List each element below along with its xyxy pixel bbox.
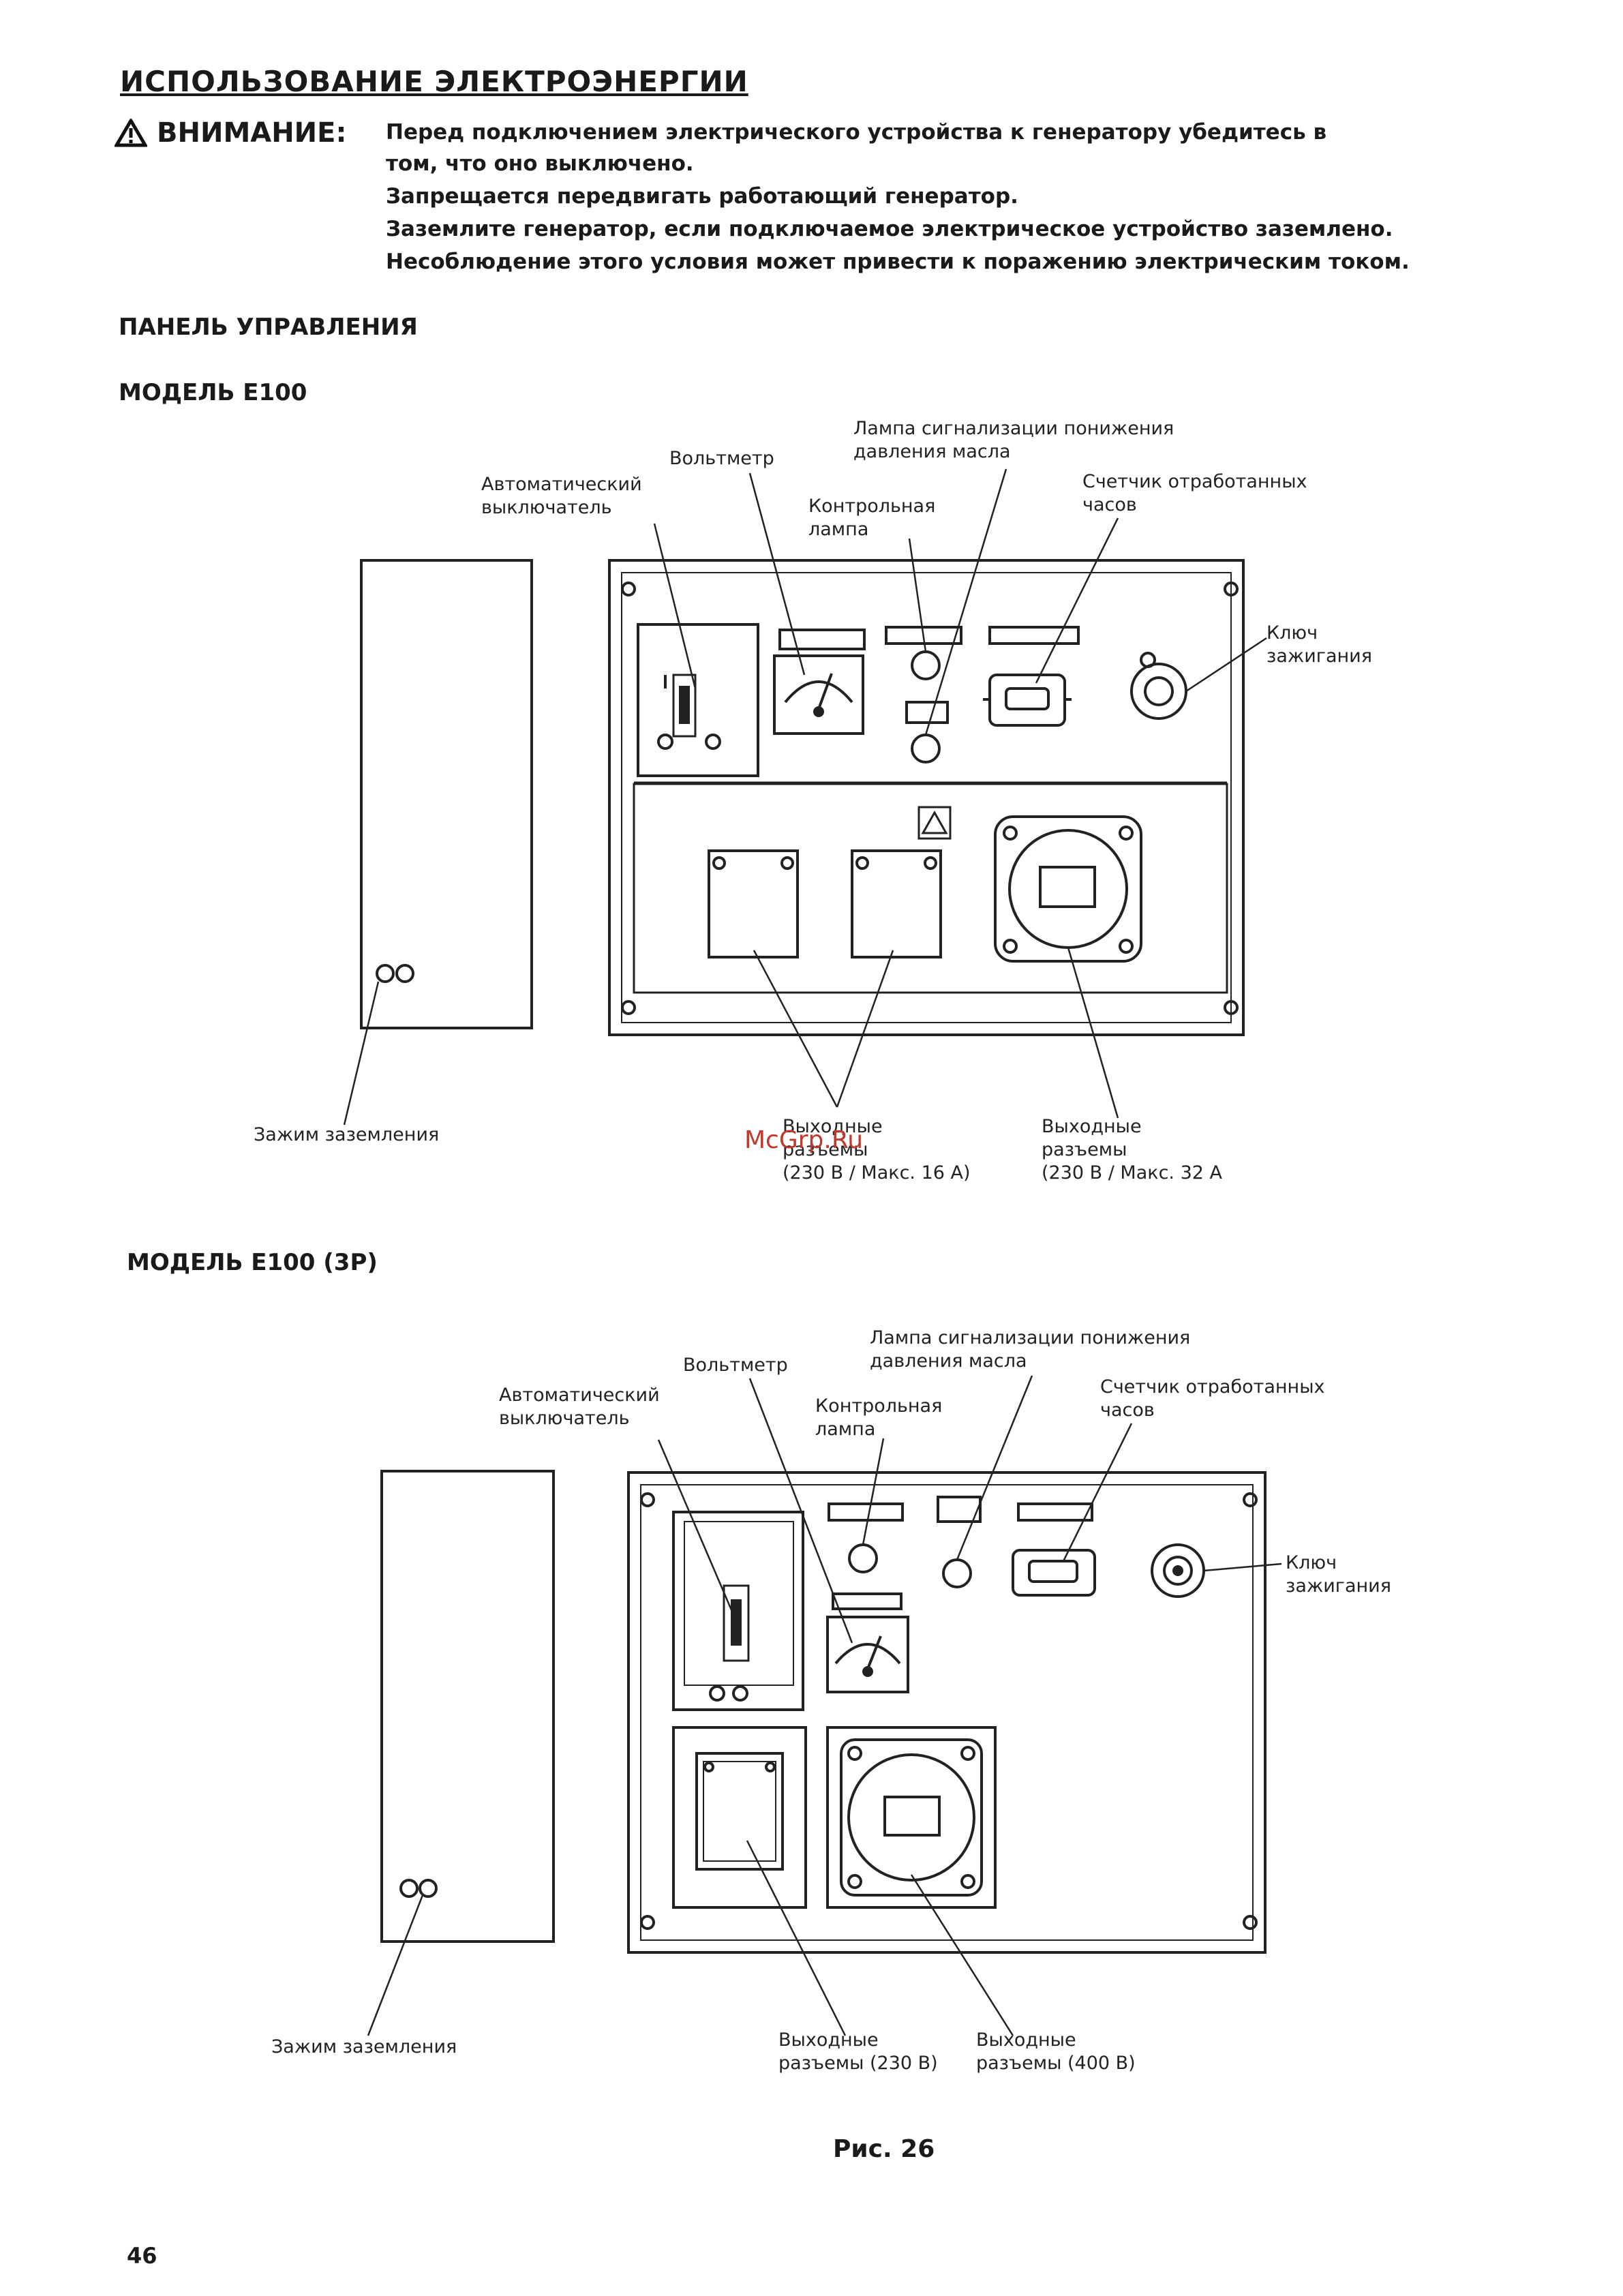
label-line: выключатель — [499, 1408, 630, 1429]
model2-label-oil-lamp: Лампа сигнализации понижения давления ма… — [870, 1327, 1190, 1373]
model2-hour-meter — [1012, 1502, 1096, 1597]
label-line: часов — [1082, 494, 1137, 515]
label-line: Счетчик отработанных — [1100, 1376, 1325, 1398]
model1-lamps — [885, 626, 962, 764]
model1-label-ground: Зажим заземления — [254, 1124, 440, 1145]
model2-title: МОДЕЛЬ E100 (3P) — [127, 1249, 378, 1276]
model1-label-outlets-32: Выходные разъемы (230 В / Макс. 32 А — [1042, 1115, 1222, 1185]
label-line: Автоматический — [499, 1385, 660, 1406]
model2-voltmeter — [826, 1592, 909, 1693]
label-line: Контрольная — [815, 1395, 943, 1417]
label-line: зажигания — [1266, 646, 1372, 667]
warning-line-4: Заземлите генератор, если подключаемое э… — [386, 217, 1393, 241]
model1-breaker — [637, 623, 759, 777]
label-line: разъемы (230 В) — [778, 2053, 938, 2074]
model2-lamps — [828, 1496, 982, 1588]
model1-panel — [608, 559, 1245, 1036]
label-line: разъемы — [783, 1139, 868, 1160]
label-line: выключатель — [481, 497, 612, 518]
model1-ignition — [1130, 652, 1187, 720]
label-line: разъемы (400 В) — [976, 2053, 1136, 2074]
model1-outlet-16a-2 — [851, 806, 952, 958]
model2-panel — [627, 1471, 1266, 1954]
section-title: ПАНЕЛЬ УПРАВЛЕНИЯ — [119, 314, 418, 341]
model2-breaker — [672, 1511, 804, 1711]
warning-line-2: том, что оно выключено. — [386, 151, 694, 176]
label-line: Выходные — [778, 2029, 879, 2051]
model2-label-ground: Зажим заземления — [271, 2036, 457, 2057]
model2-side-cover — [380, 1470, 555, 1943]
label-line: лампа — [815, 1419, 876, 1440]
model2-outlet-400v — [826, 1726, 997, 1909]
model1-label-hour-meter: Счетчик отработанных часов — [1082, 470, 1307, 517]
figure-caption: Рис. 26 — [833, 2135, 935, 2163]
model2-label-outlets-230: Выходные разъемы (230 В) — [778, 2029, 938, 2075]
warning-triangle-icon — [115, 119, 147, 147]
label-line: Ключ — [1286, 1552, 1337, 1573]
model1-label-voltmeter: Вольтметр — [669, 448, 774, 469]
label-line: Выходные — [783, 1116, 883, 1137]
label-line: Лампа сигнализации понижения — [853, 418, 1174, 439]
model2-label-hour-meter: Счетчик отработанных часов — [1100, 1376, 1325, 1422]
model2-ignition — [1151, 1543, 1205, 1598]
model2-outlet-230v — [672, 1726, 807, 1909]
model1-label-breaker: Автоматический выключатель — [481, 473, 642, 519]
warning-line-5: Несоблюдение этого условия может привест… — [386, 250, 1410, 274]
model2-label-control-lamp: Контрольная лампа — [815, 1395, 942, 1441]
model2-label-voltmeter: Вольтметр — [683, 1355, 788, 1376]
model1-label-ignition-key: Ключ зажигания — [1266, 622, 1372, 668]
warning-label: ВНИМАНИЕ: — [157, 117, 347, 149]
model1-hour-meter — [983, 626, 1080, 727]
model2-label-breaker: Автоматический выключатель — [499, 1384, 660, 1430]
label-line: давления масла — [853, 441, 1011, 462]
label-line: часов — [1100, 1400, 1155, 1421]
warning-line-3: Запрещается передвигать работающий генер… — [386, 184, 1018, 209]
label-line: (230 В / Макс. 16 А) — [783, 1162, 971, 1183]
label-line: Выходные — [1042, 1116, 1142, 1137]
model2-label-outlets-400: Выходные разъемы (400 В) — [976, 2029, 1136, 2075]
label-line: Выходные — [976, 2029, 1076, 2051]
label-line: Ключ — [1266, 622, 1318, 644]
label-line: Контрольная — [808, 496, 936, 517]
warning-line-1: Перед подключением электрического устрой… — [386, 120, 1327, 145]
label-line: зажигания — [1286, 1575, 1391, 1597]
label-line: Лампа сигнализации понижения — [870, 1327, 1191, 1348]
label-line: (230 В / Макс. 32 А — [1042, 1162, 1223, 1183]
model1-side-cover — [360, 559, 533, 1029]
label-line: Счетчик отработанных — [1082, 471, 1307, 492]
model1-leader-lines — [343, 468, 1267, 1126]
label-line: лампа — [808, 519, 869, 540]
label-line: разъемы — [1042, 1139, 1127, 1160]
watermark: McGrp.Ru — [744, 1126, 864, 1154]
model1-label-outlets-230: Выходные разъемы (230 В / Макс. 16 А) — [783, 1115, 971, 1185]
model2-label-ignition-key: Ключ зажигания — [1286, 1552, 1391, 1598]
model1-outlet-16a-1 — [708, 849, 799, 958]
model1-label-oil-lamp: Лампа сигнализации понижения давления ма… — [853, 417, 1174, 464]
label-line: давления масла — [870, 1350, 1027, 1372]
warning-heading: ВНИМАНИЕ: — [115, 117, 346, 149]
label-line: Автоматический — [481, 474, 642, 495]
page-number: 46 — [127, 2243, 157, 2269]
page-title: ИСПОЛЬЗОВАНИЕ ЭЛЕКТРОЭНЕРГИИ — [120, 65, 748, 98]
model1-title: МОДЕЛЬ E100 — [119, 379, 307, 406]
model2-leader-lines — [367, 1375, 1282, 2036]
model1-label-control-lamp: Контрольная лампа — [808, 495, 935, 541]
model1-voltmeter — [773, 629, 866, 735]
model1-outlet-32a — [994, 815, 1142, 963]
